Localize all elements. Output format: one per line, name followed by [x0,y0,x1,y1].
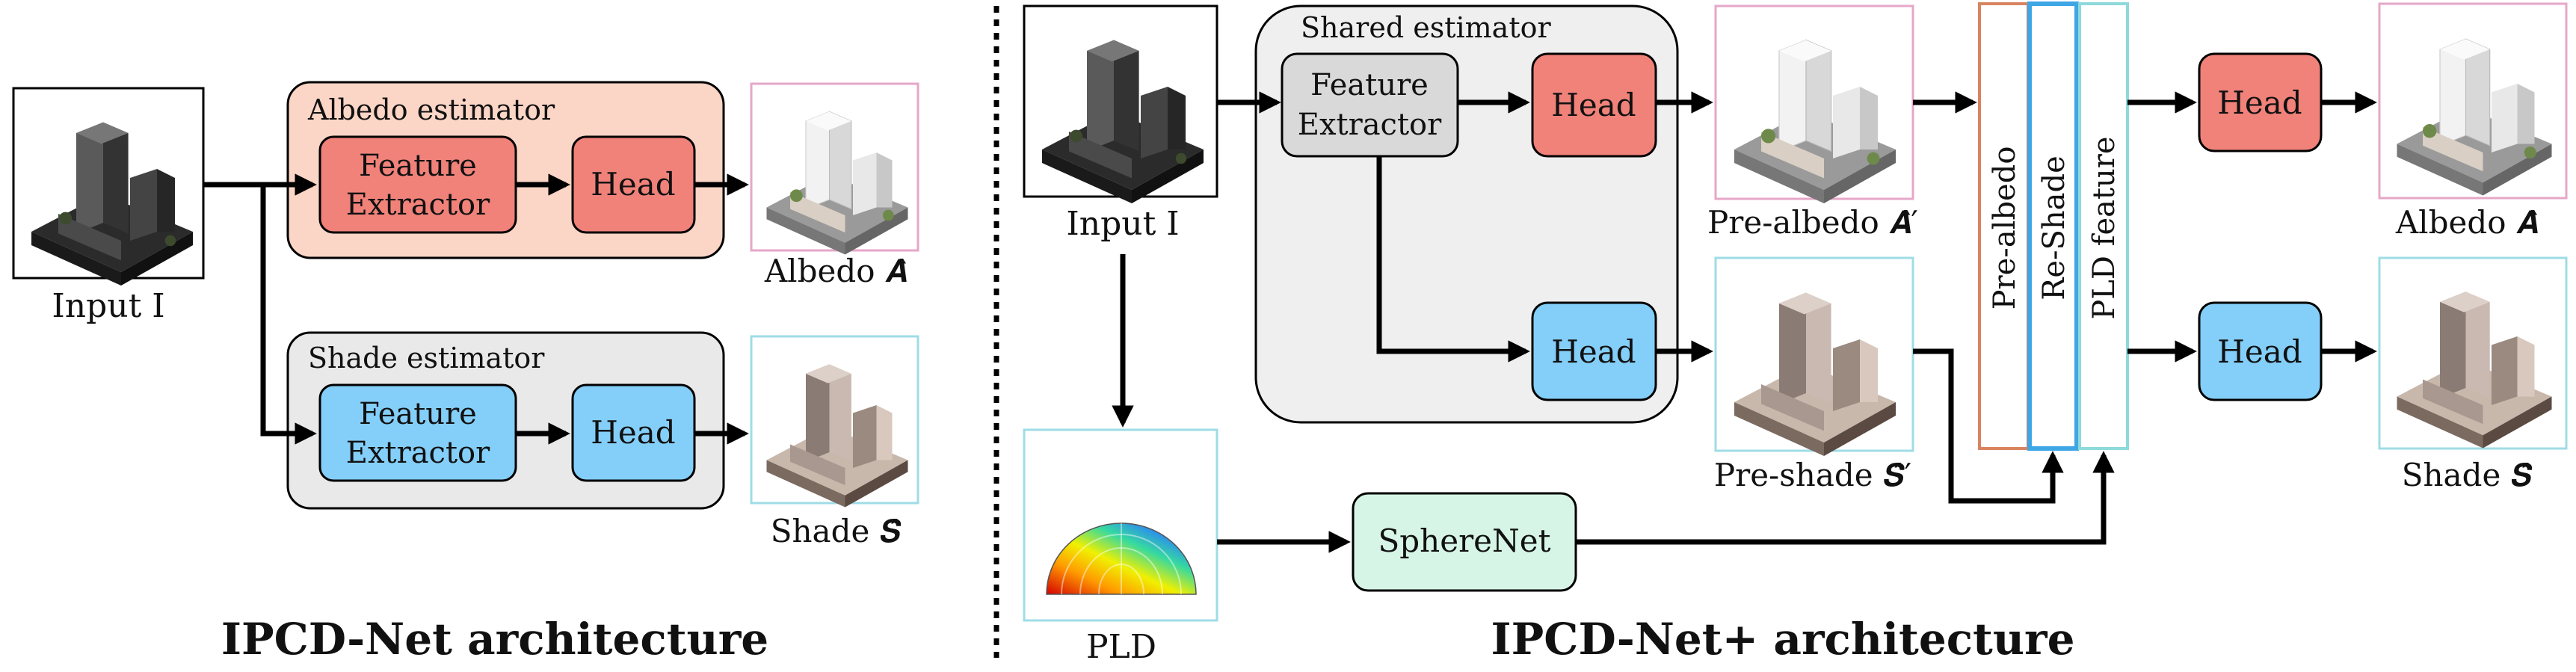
pld-label: PLD [1086,628,1156,666]
final-head-bottom-label: Head [2217,333,2302,370]
albedo-estimator-title: Albedo estimator [307,93,555,126]
pre-albedo-bar-label: Pre-albedo [1988,147,2022,310]
shared-head-bottom-label: Head [1551,333,1636,370]
albedo-output-label: Albedo 𝑨̂ [764,253,907,289]
hemisphere-pld-icon [1046,523,1197,595]
shared-feature-line2: Extractor [1298,108,1442,142]
albedo-feature-line2: Extractor [346,188,490,222]
pld-feature-bar [2078,2,2129,450]
shade-feature-line1: Feature [359,397,477,431]
input-label-plus: Input I [1066,205,1179,243]
ipcd-net-caption: IPCD-Net architecture [221,614,768,665]
pld-feature-bar-label: PLD feature [2087,136,2121,319]
pre-albedo-bar [1978,2,2030,450]
ipcd-net-plus-panel: Input I PLD Shared estimator Feature Ext… [1023,1,2568,666]
hemisphere-grid [1061,523,1182,595]
shared-feature-line1: Feature [1310,68,1429,102]
final-albedo-label: Albedo 𝑨̂ [2395,204,2538,241]
final-head-top-label: Head [2217,84,2302,121]
shade-feature-line2: Extractor [346,436,490,470]
shared-head-top-label: Head [1551,87,1636,123]
left-connectors [203,173,749,445]
shared-estimator-title: Shared estimator [1301,11,1551,44]
ipcd-net-plus-caption: IPCD-Net+ architecture [1491,614,2075,665]
right-connectors [1112,91,2377,553]
shade-output-label: Shade 𝑺̂ [771,513,902,549]
final-shade-label: Shade 𝑺̂ [2402,457,2533,493]
reshade-bar-label: Re-Shade [2037,155,2071,300]
pre-albedo-label: Pre-albedo 𝑨̂′ [1707,204,1918,241]
input-label: Input I [52,287,164,325]
albedo-feature-line1: Feature [359,149,477,183]
ipcd-net-panel: Input I Albedo estimator Feature Extract… [12,81,919,665]
shade-estimator-title: Shade estimator [308,342,545,374]
reshade-bar [2027,1,2079,451]
albedo-head-label: Head [591,166,675,203]
spherenet-label: SphereNet [1378,523,1551,559]
shade-head-label: Head [591,414,675,451]
pre-shade-label: Pre-shade 𝑺̂′ [1714,457,1911,493]
